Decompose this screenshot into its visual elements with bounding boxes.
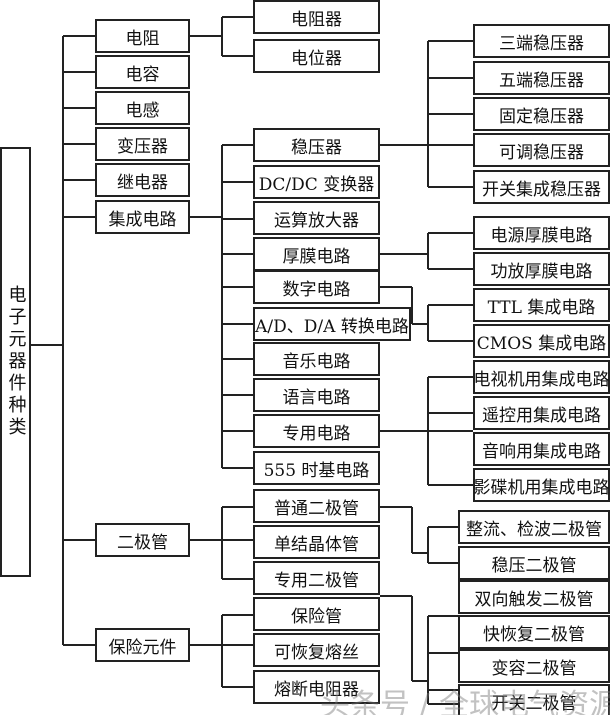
node-diode-item: 单结晶体管 [253,525,380,559]
node-special-diode-item: 快恢复二极管 [458,615,610,649]
node-resistor: 电阻 [95,19,190,53]
node-ic-item: 运算放大器 [253,201,380,235]
node-transformer: 变压器 [95,127,190,161]
node-special-item: 遥控用集成电路 [473,396,610,430]
node-ic-item: A/D、D/A 转换电路 [253,307,411,341]
node-resistor-item: 电阻器 [253,0,380,34]
node-capacitor: 电容 [95,55,190,89]
node-diode: 二极管 [95,523,190,557]
node-regulator-item: 三端稳压器 [473,24,610,58]
node-special-diode-item: 双向触发二极管 [458,580,610,614]
node-ic-item: 数字电路 [253,270,380,304]
watermark: 头条号 / 全球电气资源 [320,688,610,715]
node-ic: 集成电路 [95,200,190,234]
node-ic-item: 555 时基电路 [253,451,380,485]
node-special-diode-item: 变容二极管 [458,649,610,683]
node-fuse-item: 保险管 [253,597,380,631]
node-relay: 继电器 [95,163,190,197]
node-normal-diode-item: 整流、检波二极管 [458,510,610,544]
node-special-item: 电视机用集成电路 [473,360,610,394]
node-special-item: 影碟机用集成电路 [473,468,610,502]
root-node: 电子元器件种类 [0,147,31,577]
node-ic-item: 专用电路 [253,414,380,448]
node-ic-item: 音乐电路 [253,342,380,376]
node-regulator-item: 可调稳压器 [473,133,610,167]
node-diode-item: 普通二极管 [253,489,380,523]
node-special-diode-item: 开关二极管 [458,684,610,715]
node-fuse-item: 熔断电阻器 [253,670,380,704]
node-fuse: 保险元件 [95,628,190,662]
node-digital-item: CMOS 集成电路 [473,324,610,358]
node-normal-diode-item: 稳压二极管 [458,546,610,580]
node-inductor: 电感 [95,91,190,125]
node-resistor-item: 电位器 [253,39,380,73]
node-digital-item: TTL 集成电路 [473,288,610,322]
node-thickfilm-item: 功放厚膜电路 [473,252,610,286]
node-ic-item: 稳压器 [253,128,380,162]
node-ic-item: 厚膜电路 [253,237,380,271]
node-regulator-item: 固定稳压器 [473,97,610,131]
node-thickfilm-item: 电源厚膜电路 [473,216,610,250]
node-fuse-item: 可恢复熔丝 [253,633,380,667]
node-regulator-item: 开关集成稳压器 [473,170,610,204]
node-diode-item: 专用二极管 [253,561,380,595]
node-ic-item: DC/DC 变换器 [253,165,380,199]
node-special-item: 音响用集成电路 [473,432,610,466]
node-ic-item: 语言电路 [253,378,380,412]
node-regulator-item: 五端稳压器 [473,61,610,95]
